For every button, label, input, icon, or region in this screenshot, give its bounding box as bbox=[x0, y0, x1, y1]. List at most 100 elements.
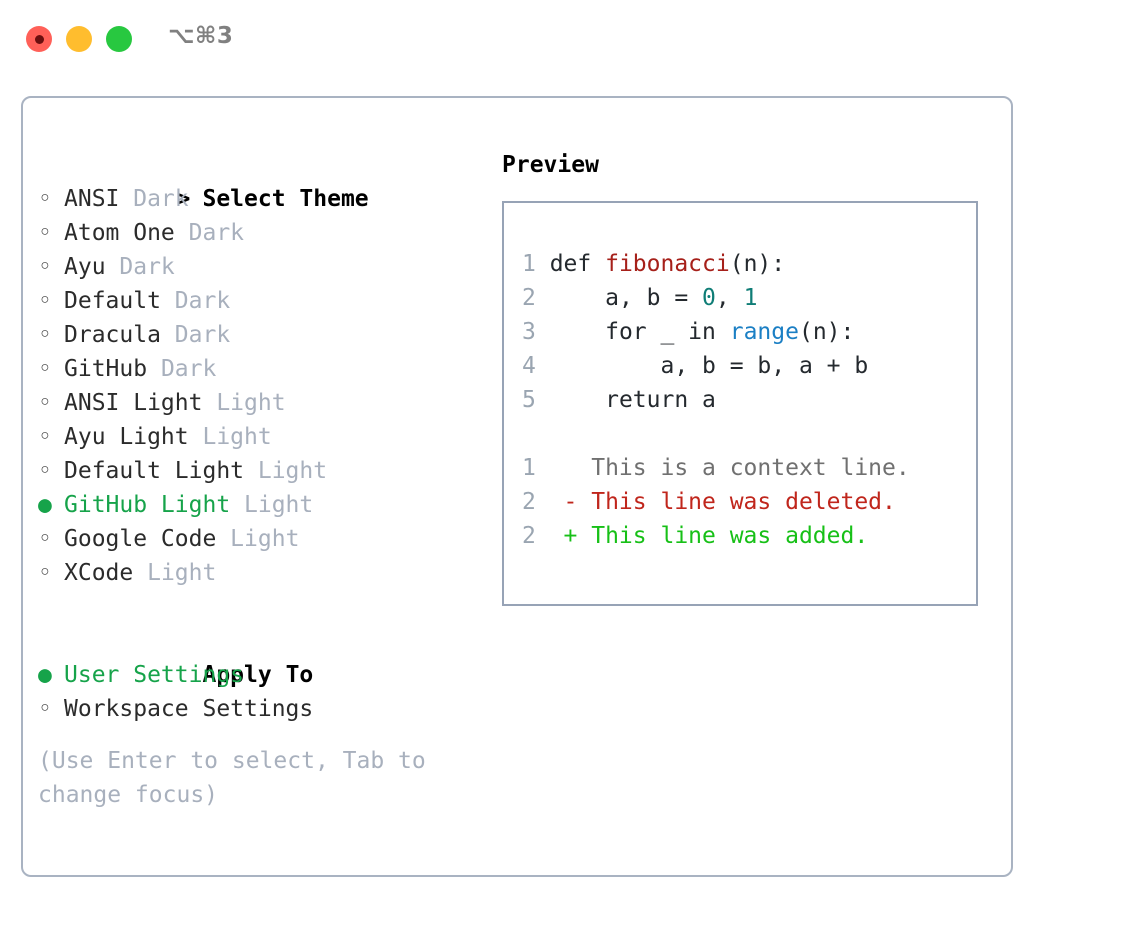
code-line-number: 2 bbox=[522, 285, 550, 311]
preview-column: Preview 1 def fibonacci(n):2 a, b = 0, 1… bbox=[502, 148, 1002, 606]
radio-unselected-icon: ◦ bbox=[38, 322, 52, 348]
title-bar: ⌥⌘3 bbox=[0, 0, 1140, 78]
theme-item-github[interactable]: ◦GitHub Dark bbox=[38, 352, 488, 386]
zoom-button[interactable] bbox=[106, 26, 132, 52]
theme-list: ◦ANSI Dark◦Atom One Dark◦Ayu Dark◦Defaul… bbox=[38, 182, 488, 590]
radio-unselected-icon: ◦ bbox=[38, 254, 52, 280]
theme-item-variant: Dark bbox=[160, 288, 231, 314]
theme-item-name: Dracula bbox=[64, 322, 161, 348]
radio-unselected-icon: ◦ bbox=[38, 220, 52, 246]
theme-item-variant: Light bbox=[202, 390, 286, 416]
theme-item-github-light[interactable]: ●GitHub Light Light bbox=[38, 488, 488, 522]
code-token-call: range bbox=[729, 319, 799, 345]
theme-item-atom-one[interactable]: ◦ Atom One Dark bbox=[38, 216, 488, 250]
theme-item-name: ANSI Light bbox=[64, 390, 203, 416]
radio-unselected-icon: ◦ bbox=[38, 560, 52, 586]
theme-item-variant: Light bbox=[216, 526, 300, 552]
theme-item-name: XCode bbox=[64, 560, 134, 586]
preview-title: Preview bbox=[502, 152, 599, 178]
select-theme-header: > Select Theme bbox=[38, 148, 488, 212]
diff-line-number: 2 bbox=[522, 489, 564, 515]
traffic-lights bbox=[26, 26, 132, 52]
code-token-plain: for _ in bbox=[549, 319, 730, 345]
theme-picker-column: >Select Theme ◦ANSI Dark◦Atom One Dark◦A… bbox=[38, 148, 488, 812]
diff-line-text: - This line was deleted. bbox=[563, 489, 896, 515]
focus-caret-icon: > bbox=[176, 186, 191, 212]
code-line: 5 return a bbox=[522, 383, 970, 417]
theme-item-variant: Light bbox=[244, 458, 328, 484]
diff-line-context: 1 This is a context line. bbox=[522, 451, 970, 485]
code-line-number: 4 bbox=[522, 353, 550, 379]
theme-item-name: ANSI bbox=[64, 186, 120, 212]
radio-unselected-icon: ◦ bbox=[38, 288, 52, 314]
apply-to-item-workspace-settings[interactable]: ◦Workspace Settings bbox=[38, 692, 488, 726]
code-token-plain: a, b = bbox=[549, 285, 703, 311]
theme-item-variant: Light bbox=[188, 424, 272, 450]
apply-to-header: Apply To bbox=[38, 624, 488, 688]
code-line-number: 1 bbox=[522, 251, 550, 277]
theme-item-google-code[interactable]: ◦Google Code Light bbox=[38, 522, 488, 556]
code-token-num: 1 bbox=[743, 285, 758, 311]
theme-item-variant: Dark bbox=[105, 254, 175, 280]
keyboard-shortcut-label: ⌥⌘3 bbox=[168, 23, 234, 49]
diff-line-text: This is a context line. bbox=[563, 455, 910, 481]
code-token-plain: return a bbox=[549, 387, 716, 413]
code-token-num: 0 bbox=[702, 285, 716, 311]
code-line: 1 def fibonacci(n): bbox=[522, 247, 970, 281]
theme-item-ansi[interactable]: ◦ ANSI Dark bbox=[38, 182, 488, 216]
select-theme-header-label: Select Theme bbox=[202, 186, 369, 212]
theme-item-variant: Dark bbox=[119, 186, 189, 212]
list-spacer bbox=[38, 590, 488, 624]
theme-item-variant: Dark bbox=[147, 356, 217, 382]
diff-sample: 1 This is a context line.2 - This line w… bbox=[522, 451, 970, 553]
close-button[interactable] bbox=[26, 26, 52, 52]
code-token-plain: def bbox=[549, 251, 606, 277]
apply-to-item-label: Workspace Settings bbox=[64, 696, 314, 722]
main-panel: >Select Theme ◦ANSI Dark◦Atom One Dark◦A… bbox=[21, 96, 1013, 877]
code-diff-gap bbox=[522, 417, 970, 451]
diff-line-deleted: 2 - This line was deleted. bbox=[522, 485, 970, 519]
theme-item-variant: Dark bbox=[160, 322, 231, 348]
apply-to-item-user-settings[interactable]: ●User Settings bbox=[38, 658, 488, 692]
theme-item-variant: Dark bbox=[174, 220, 245, 246]
radio-selected-icon: ● bbox=[38, 492, 52, 518]
theme-item-default-light[interactable]: ◦Default Light Light bbox=[38, 454, 488, 488]
minimize-button[interactable] bbox=[66, 26, 92, 52]
theme-item-name: Ayu bbox=[64, 254, 106, 280]
code-line-number: 5 bbox=[522, 387, 550, 413]
radio-unselected-icon: ◦ bbox=[38, 526, 52, 552]
theme-item-name: Atom One bbox=[64, 220, 175, 246]
code-line: 2 a, b = 0, 1 bbox=[522, 281, 970, 315]
theme-item-xcode[interactable]: ◦ XCode Light bbox=[38, 556, 488, 590]
diff-line-added: 2 + This line was added. bbox=[522, 519, 970, 553]
radio-unselected-icon: ◦ bbox=[38, 390, 52, 416]
apply-to-list: ●User Settings◦Workspace Settings bbox=[38, 658, 488, 726]
theme-item-name: GitHub bbox=[64, 356, 148, 382]
code-line: 4 a, b = b, a + b bbox=[522, 349, 970, 383]
theme-item-variant: Light bbox=[133, 560, 217, 586]
theme-item-variant: Light bbox=[230, 492, 314, 518]
code-token-plain: , bbox=[715, 285, 744, 311]
theme-item-default[interactable]: ◦ Default Dark bbox=[38, 284, 488, 318]
code-line: 3 for _ in range(n): bbox=[522, 315, 970, 349]
radio-unselected-icon: ◦ bbox=[38, 458, 52, 484]
theme-item-dracula[interactable]: ◦ Dracula Dark bbox=[38, 318, 488, 352]
apply-to-item-label: User Settings bbox=[64, 662, 245, 688]
diff-line-number: 1 bbox=[522, 455, 564, 481]
theme-item-ansi-light[interactable]: ◦ ANSI Light Light bbox=[38, 386, 488, 420]
theme-item-ayu[interactable]: ◦ Ayu Dark bbox=[38, 250, 488, 284]
code-token-plain: (n): bbox=[729, 251, 786, 277]
theme-item-ayu-light[interactable]: ◦Ayu Light Light bbox=[38, 420, 488, 454]
diff-line-number: 2 bbox=[522, 523, 564, 549]
keyboard-hint-text: (Use Enter to select, Tab to change focu… bbox=[38, 748, 440, 808]
code-token-fn: fibonacci bbox=[605, 251, 730, 277]
theme-item-name: Default bbox=[64, 288, 161, 314]
radio-unselected-icon: ◦ bbox=[38, 186, 52, 212]
code-token-plain: (n): bbox=[798, 319, 855, 345]
radio-unselected-icon: ◦ bbox=[38, 424, 52, 450]
code-line-number: 3 bbox=[522, 319, 550, 345]
